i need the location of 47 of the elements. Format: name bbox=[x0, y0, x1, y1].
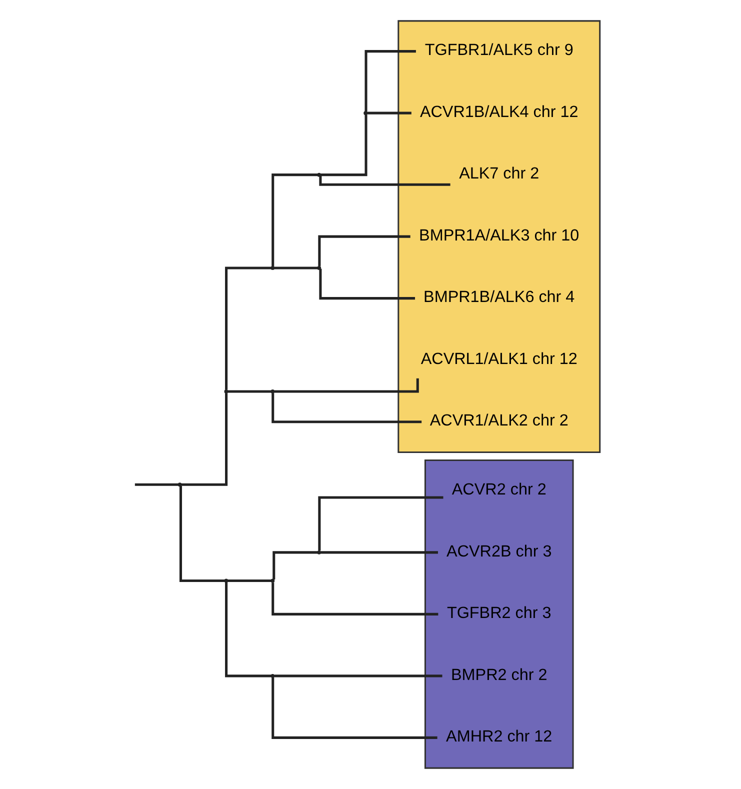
node-text: ACVR2 chr 2 bbox=[451, 480, 546, 499]
connector bbox=[180, 393, 228, 486]
connector bbox=[364, 50, 416, 112]
node-text: ACVR2B chr 3 bbox=[446, 542, 552, 560]
node-point bbox=[316, 266, 321, 270]
node-text: ACVR1/ALK2 chr 2 bbox=[429, 412, 568, 430]
node-text: TGFBR2 chr 3 bbox=[446, 604, 551, 622]
connector bbox=[274, 266, 317, 270]
node-text: ALK7 chr 2 bbox=[458, 164, 539, 183]
node-text: ACVRL1/ALK1 chr 12 bbox=[420, 350, 577, 368]
connector bbox=[366, 112, 411, 114]
connector bbox=[224, 582, 271, 678]
node-text: BMPR1A/ALK3 chr 10 bbox=[418, 226, 579, 244]
connector bbox=[178, 486, 224, 582]
node-point bbox=[270, 674, 274, 678]
connector bbox=[271, 582, 438, 616]
connector bbox=[318, 496, 443, 551]
connector bbox=[272, 551, 318, 580]
connector bbox=[227, 390, 271, 393]
connector bbox=[271, 393, 422, 424]
node-point bbox=[316, 550, 321, 554]
node-text: AMHR2 chr 12 bbox=[446, 728, 552, 746]
connector bbox=[318, 235, 410, 266]
connector bbox=[320, 551, 438, 554]
node-point bbox=[316, 172, 321, 177]
node-point bbox=[270, 390, 274, 394]
connector bbox=[274, 674, 442, 678]
node-point bbox=[224, 390, 228, 394]
connector bbox=[224, 266, 271, 390]
node-text: BMPR1B/ALK6 chr 4 bbox=[423, 288, 574, 306]
connector bbox=[318, 268, 415, 300]
connector bbox=[318, 176, 450, 186]
connector bbox=[320, 114, 367, 176]
cluster bbox=[397, 20, 600, 453]
node-text: BMPR2 chr 2 bbox=[450, 666, 547, 684]
node-point bbox=[270, 578, 274, 583]
node-text: ACVR1B/ALK4 chr 12 bbox=[419, 102, 578, 121]
connector bbox=[227, 580, 271, 582]
node-point bbox=[363, 111, 368, 116]
connector bbox=[271, 677, 437, 739]
node-point bbox=[270, 266, 274, 270]
node-text: TGFBR1/ALK5 chr 9 bbox=[424, 41, 573, 60]
connector bbox=[271, 174, 318, 266]
connector bbox=[134, 483, 178, 486]
node-point bbox=[224, 578, 228, 583]
node-point bbox=[177, 482, 182, 487]
cluster bbox=[424, 460, 574, 769]
